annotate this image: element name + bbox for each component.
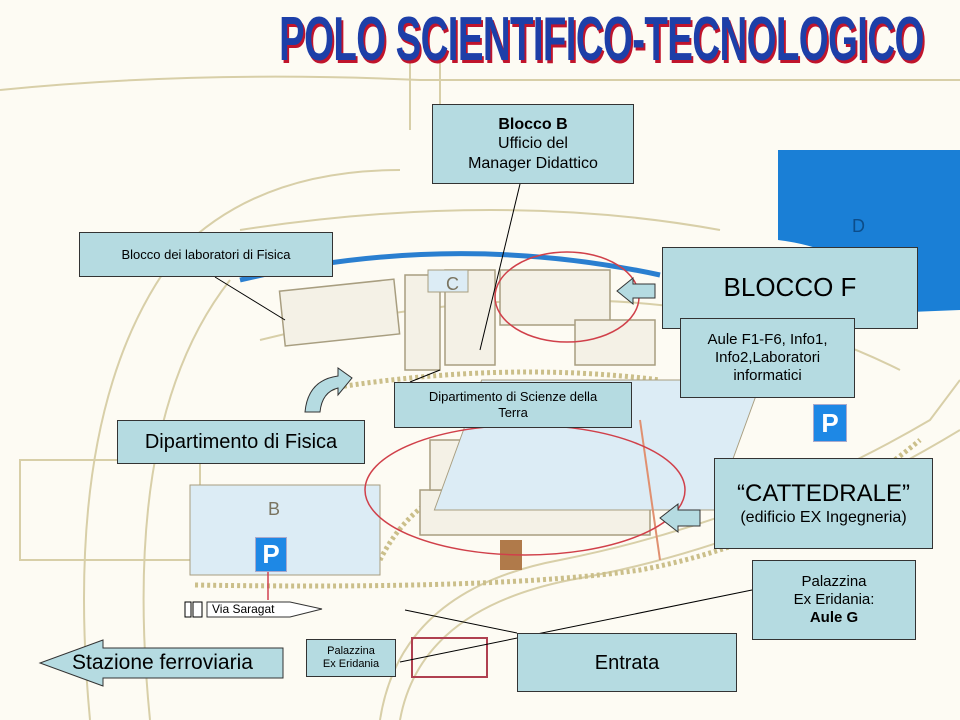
parking-icon: P — [813, 404, 847, 442]
palazzina-g-line3: Aule G — [809, 609, 859, 626]
blocco-b-line2: Ufficio del — [498, 135, 568, 153]
label-scienze-terra: Dipartimento di Scienze della Terra — [394, 382, 632, 428]
scienze-terra-line1: Dipartimento di Scienze della — [428, 389, 598, 405]
label-blocco-b: Blocco B Ufficio del Manager Didattico — [432, 104, 634, 184]
palazzina-g-line2: Ex Eridania: — [793, 591, 875, 608]
label-entrata: Entrata — [517, 633, 737, 692]
map-letter-b: B — [268, 499, 280, 519]
blocco-b-line3: Manager Didattico — [468, 154, 598, 172]
palazzina-g-line1: Palazzina — [801, 573, 867, 590]
aule-f-line3: informatici — [733, 367, 802, 384]
cattedrale-title: “CATTEDRALE” — [737, 479, 910, 507]
label-palazzina-aule-g: Palazzina Ex Eridania: Aule G — [752, 560, 916, 640]
label-lab-fisica: Blocco dei laboratori di Fisica — [79, 232, 333, 277]
page-title: POLO SCIENTIFICO-TECNOLOGICO — [279, 5, 924, 74]
blocco-b-title: Blocco B — [498, 116, 568, 134]
aule-f-line2: Info2,Laboratori — [714, 349, 821, 366]
stazione-arrow — [38, 639, 284, 687]
label-aule-f: Aule F1-F6, Info1, Info2,Laboratori info… — [680, 318, 855, 398]
label-palazzina-ex-eridania: Palazzina Ex Eridania — [306, 639, 396, 677]
label-blocco-f: BLOCCO F — [662, 247, 918, 329]
scienze-terra-line2: Terra — [498, 405, 528, 420]
map-letter-d: D — [852, 216, 865, 236]
aule-f-line1: Aule F1-F6, Info1, — [707, 331, 828, 348]
cattedrale-subtitle: (edificio EX Ingegneria) — [740, 509, 907, 527]
label-dip-fisica: Dipartimento di Fisica — [117, 420, 365, 464]
label-via-saragat: Via Saragat — [212, 602, 275, 616]
label-cattedrale: “CATTEDRALE” (edificio EX Ingegneria) — [714, 458, 933, 549]
palazzina-small-line2: Ex Eridania — [322, 658, 380, 670]
palazzina-small-line1: Palazzina — [327, 644, 375, 657]
label-stazione: Stazione ferroviaria — [72, 651, 253, 674]
map-letter-c: C — [446, 274, 459, 294]
parking-icon: P — [255, 537, 287, 572]
